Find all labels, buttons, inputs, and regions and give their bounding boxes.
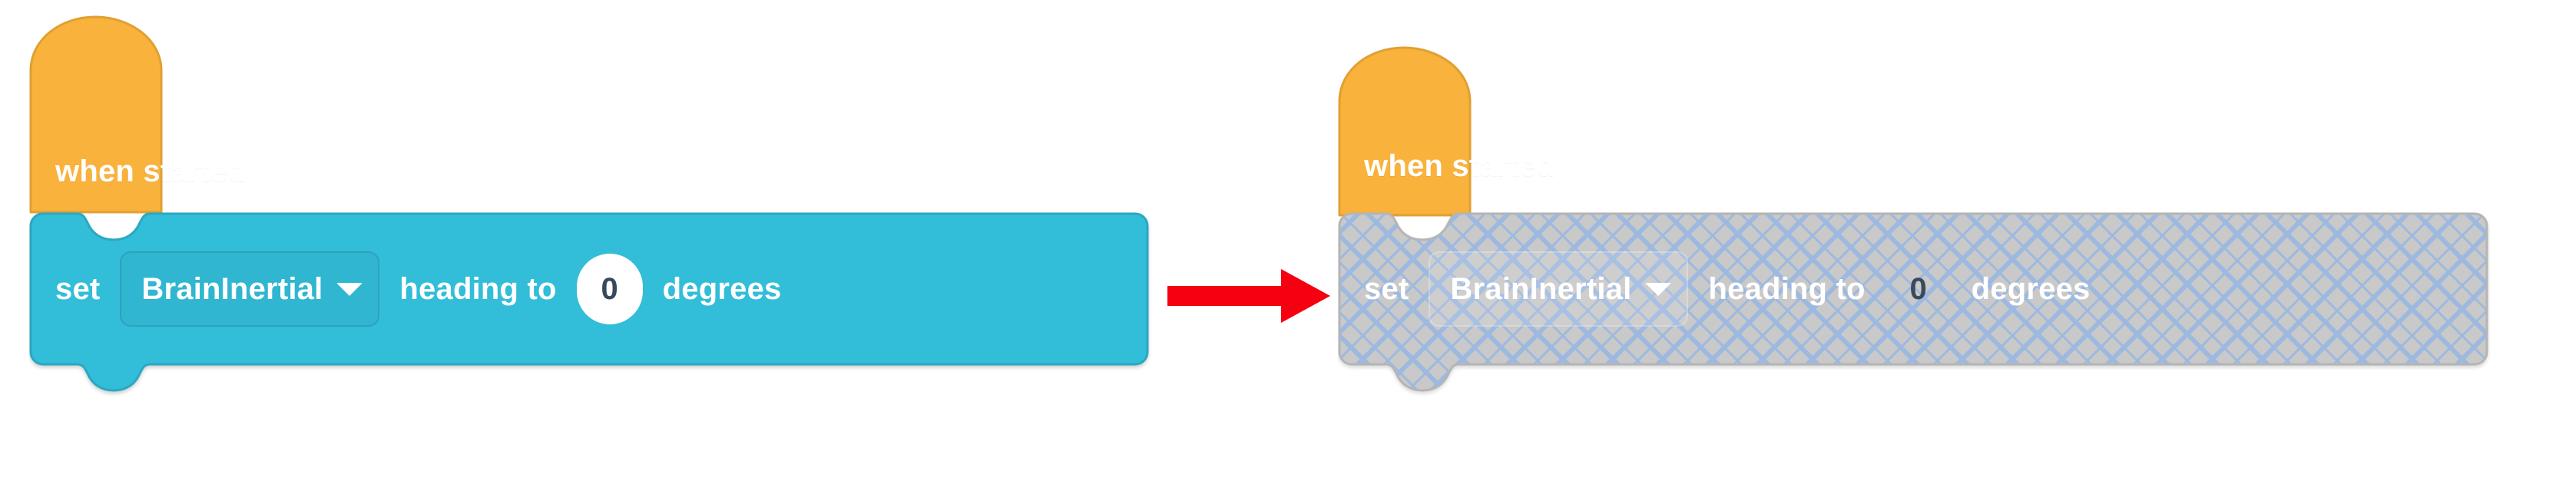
- statement-block-content-disabled: set BrainInertial heading to 0 degrees: [1338, 232, 2090, 346]
- heading-number-value: 0: [601, 272, 618, 306]
- device-dropdown[interactable]: BrainInertial: [120, 251, 380, 327]
- statement-block-shape-disabled: [1338, 212, 2488, 392]
- degrees-label: degrees: [662, 272, 782, 306]
- heading-number-input[interactable]: 0: [576, 254, 643, 324]
- chevron-down-icon: [1645, 282, 1672, 296]
- chevron-down-icon: [336, 282, 363, 296]
- script-enabled: when started set BrainInertial: [0, 0, 1167, 430]
- hat-block-shape: [29, 15, 163, 214]
- hat-block-when-started[interactable]: when started: [29, 14, 247, 215]
- statement-block-content: set BrainInertial heading to 0 degrees: [29, 232, 781, 346]
- statement-block-set-heading[interactable]: set BrainInertial heading to 0 degrees: [29, 209, 1151, 398]
- hat-block-label: when started: [1364, 149, 1556, 183]
- arrow-right-shape: [1167, 269, 1330, 323]
- hat-block-shape: [1338, 46, 1472, 217]
- set-label: set: [1364, 272, 1409, 306]
- statement-block-set-heading-disabled[interactable]: set BrainInertial heading to 0 degrees: [1338, 209, 2490, 398]
- heading-number-input-disabled[interactable]: 0: [1886, 254, 1952, 324]
- hat-block-when-started-disabled[interactable]: when started: [1338, 45, 1555, 218]
- heading-number-value: 0: [1909, 272, 1927, 306]
- script-disabled: when started set: [1336, 0, 2504, 430]
- heading-to-label: heading to: [1708, 272, 1866, 306]
- device-dropdown-disabled[interactable]: BrainInertial: [1429, 251, 1689, 327]
- device-dropdown-value: BrainInertial: [141, 272, 323, 306]
- set-label: set: [55, 272, 101, 306]
- device-dropdown-value: BrainInertial: [1450, 272, 1632, 306]
- arrow-right-icon: [1166, 261, 1335, 331]
- heading-to-label: heading to: [399, 272, 557, 306]
- degrees-label: degrees: [1971, 272, 2091, 306]
- hat-block-label: when started: [55, 154, 247, 188]
